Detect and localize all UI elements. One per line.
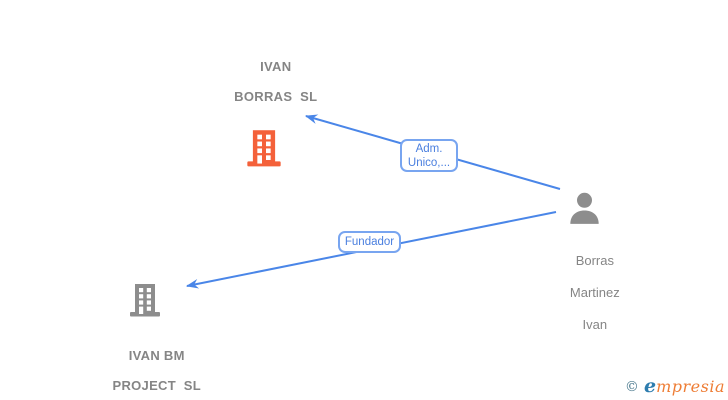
edge-label-line: Unico,... xyxy=(407,156,451,169)
edge-label-adm-unico[interactable]: Adm. Unico,... xyxy=(400,139,458,172)
node-company-ivan-bm-project-sl[interactable]: IVAN BM PROJECT SL xyxy=(85,282,205,400)
company-name-line: BORRAS SL xyxy=(234,89,318,104)
brand-initial: e xyxy=(644,375,657,397)
empresia-logo: © empresia xyxy=(625,375,725,397)
company-name: IVAN BORRAS SL xyxy=(211,44,318,119)
company-name: IVAN BM PROJECT SL xyxy=(89,333,201,400)
person-icon xyxy=(566,190,603,232)
edge-label-line: Fundador xyxy=(344,236,395,248)
brand-name: mpresia xyxy=(656,377,725,396)
copyright-icon: © xyxy=(624,379,639,395)
building-icon xyxy=(127,282,163,323)
person-name-line: Martinez xyxy=(569,285,620,300)
edge-label-fundador[interactable]: Fundador xyxy=(338,231,401,253)
building-icon xyxy=(244,128,284,173)
company-name-line: IVAN xyxy=(260,59,292,74)
person-name: Borras Martinez Ivan xyxy=(548,237,620,349)
person-name-line: Ivan xyxy=(582,317,608,332)
company-name-line: IVAN BM xyxy=(128,348,185,363)
node-company-ivan-borras-sl[interactable]: IVAN BORRAS SL xyxy=(204,44,324,173)
person-name-line: Borras xyxy=(575,253,614,268)
company-name-line: PROJECT SL xyxy=(112,378,202,393)
node-person-borras-martinez-ivan[interactable]: Borras Martinez Ivan xyxy=(524,190,644,349)
edge-label-line: Adm. xyxy=(415,142,443,155)
